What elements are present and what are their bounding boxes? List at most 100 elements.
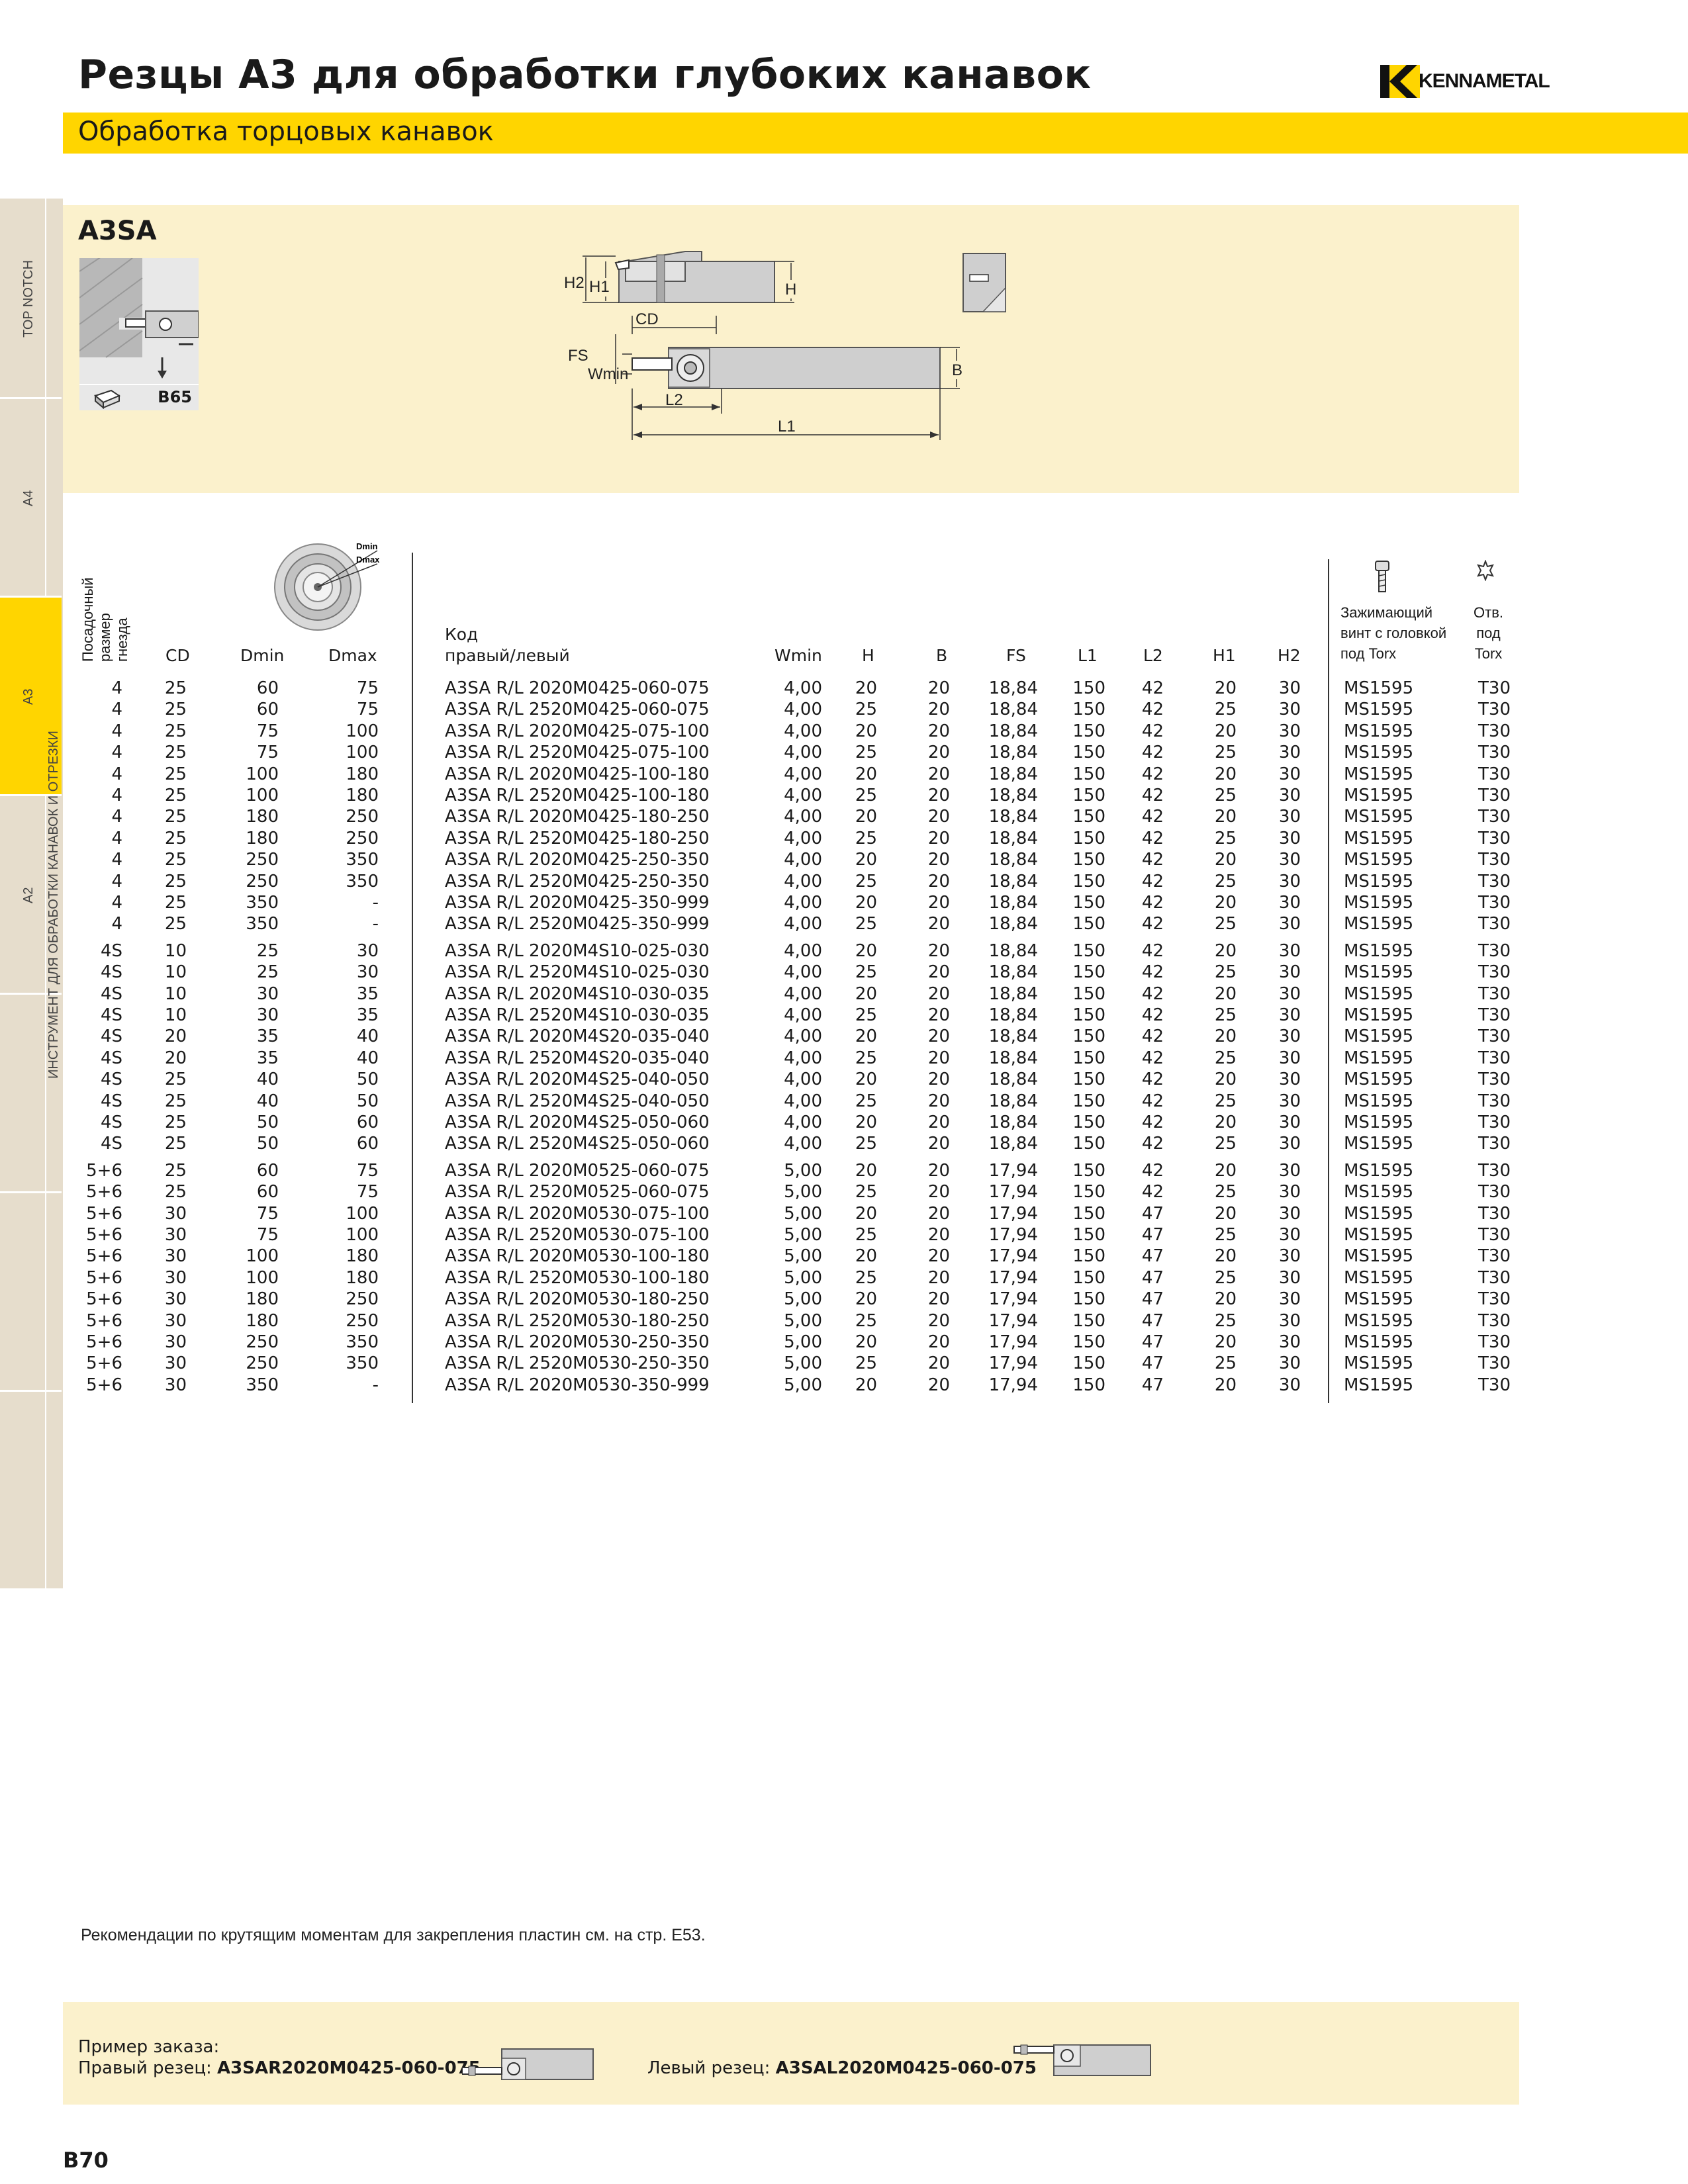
cell-dmin: 180	[246, 1289, 279, 1310]
cell-h: 20	[855, 1203, 877, 1224]
dim-wmin-label: Wmin	[588, 365, 628, 383]
cell-b: 20	[927, 893, 950, 913]
cell-torx: T30	[1478, 828, 1511, 848]
cell-code: A3SA R/L 2520M0425-180-250	[445, 828, 710, 848]
cell-h1: 20	[1214, 1375, 1237, 1395]
cell-cd: 25	[164, 786, 187, 805]
cell-code: A3SA R/L 2020M4S25-040-050	[445, 1069, 710, 1090]
tab-a2[interactable]: A2	[21, 887, 36, 903]
col-h1-header: H1	[1213, 646, 1236, 665]
cell-dmin: 25	[256, 962, 279, 983]
col-h2-header: H2	[1278, 646, 1301, 665]
cell-h2: 30	[1278, 871, 1301, 891]
cell-seat-size: 4	[111, 678, 122, 698]
cell-fs: 18,84	[988, 721, 1038, 741]
cell-wmin: 4,00	[784, 871, 822, 891]
cell-fs: 18,84	[988, 1026, 1038, 1047]
order-right: Правый резец: A3SAR2020M0425-060-075	[78, 2058, 481, 2078]
cell-seat-size: 5+6	[86, 1332, 122, 1352]
cell-dmax: 50	[356, 1091, 379, 1111]
cell-torx: T30	[1478, 743, 1511, 763]
cell-h2: 30	[1278, 1048, 1301, 1068]
cell-b: 20	[927, 1005, 950, 1025]
cell-l2: 42	[1141, 678, 1164, 698]
cell-wmin: 4,00	[784, 1069, 822, 1090]
cell-h: 25	[855, 828, 877, 848]
cell-h2: 30	[1278, 1310, 1301, 1331]
cell-code: A3SA R/L 2520M4S10-025-030	[445, 962, 710, 983]
cell-cd: 30	[164, 1289, 187, 1310]
cell-wmin: 4,00	[784, 1048, 822, 1068]
cell-seat-size: 4	[111, 893, 122, 913]
insert-icon	[93, 389, 121, 410]
cell-h: 20	[855, 678, 877, 698]
cell-dmin: 75	[256, 743, 279, 763]
cell-fs: 17,94	[988, 1289, 1038, 1310]
cell-screw: MS1595	[1344, 700, 1414, 720]
screw-icon	[1374, 560, 1391, 597]
cell-fs: 17,94	[988, 1246, 1038, 1267]
cell-cd: 25	[164, 721, 187, 741]
col-dmax-header: Dmax	[328, 646, 377, 665]
cell-h1: 20	[1214, 940, 1237, 961]
cell-wmin: 4,00	[784, 1134, 822, 1154]
cell-dmin: 180	[246, 807, 279, 827]
tab-top-notch[interactable]: TOP NOTCH	[21, 259, 36, 338]
cell-l1: 150	[1072, 1113, 1105, 1132]
cell-code: A3SA R/L 2520M0530-250-350	[445, 1353, 710, 1374]
cell-fs: 18,84	[988, 764, 1038, 784]
cell-b: 20	[927, 1134, 950, 1154]
cell-h2: 30	[1278, 983, 1301, 1004]
cell-b: 20	[927, 1246, 950, 1267]
cell-code: A3SA R/L 2520M0530-100-180	[445, 1267, 710, 1288]
cell-h2: 30	[1278, 807, 1301, 827]
cell-h2: 30	[1278, 893, 1301, 913]
cell-seat-size: 4	[111, 807, 122, 827]
col-code-subheader: правый/левый	[445, 646, 570, 665]
cell-seat-size: 4	[111, 828, 122, 848]
cell-l2: 47	[1141, 1310, 1164, 1331]
cell-code: A3SA R/L 2520M0425-075-100	[445, 743, 710, 763]
col-screw-header: Зажимающий винт с головкой под Torx	[1340, 602, 1446, 664]
cell-b: 20	[927, 1267, 950, 1288]
cell-torx: T30	[1478, 1375, 1511, 1395]
cell-fs: 17,94	[988, 1332, 1038, 1352]
cell-l1: 150	[1072, 893, 1105, 913]
cell-screw: MS1595	[1344, 983, 1414, 1004]
ring-groove-icon: Dmin Dmax	[274, 541, 380, 631]
cell-torx: T30	[1478, 940, 1511, 961]
cell-dmin: 100	[246, 786, 279, 805]
cell-seat-size: 5+6	[86, 1289, 122, 1310]
cell-dmin: 60	[256, 700, 279, 720]
cell-dmax: 250	[346, 1310, 379, 1331]
cell-h2: 30	[1278, 764, 1301, 784]
torx-header-line2: под	[1476, 625, 1501, 641]
cell-fs: 18,84	[988, 940, 1038, 961]
cell-h1: 25	[1214, 743, 1237, 763]
cell-b: 20	[927, 962, 950, 983]
col-h-header: H	[862, 646, 874, 665]
cell-h2: 30	[1278, 1332, 1301, 1352]
tab-a4[interactable]: A4	[21, 490, 36, 506]
cell-code: A3SA R/L 2020M4S20-035-040	[445, 1026, 710, 1047]
cell-b: 20	[927, 1091, 950, 1111]
col-code-header: Код	[445, 625, 479, 644]
cell-l1: 150	[1072, 828, 1105, 848]
cell-dmax: 40	[356, 1026, 379, 1047]
col-wmin-header: Wmin	[774, 646, 822, 665]
cell-b: 20	[927, 1048, 950, 1068]
dim-b-label: B	[952, 361, 962, 379]
insert-ref-label: B65	[79, 384, 199, 410]
cell-dmin: 40	[256, 1091, 279, 1111]
cell-wmin: 4,00	[784, 1113, 822, 1132]
cell-cd: 25	[164, 893, 187, 913]
tab-a3[interactable]: A3	[21, 688, 36, 705]
cell-dmin: 30	[256, 1005, 279, 1025]
cell-l2: 42	[1141, 871, 1164, 891]
cell-wmin: 4,00	[784, 850, 822, 870]
kennametal-logo: KENNAMETAL	[1380, 65, 1552, 98]
cell-code: A3SA R/L 2020M0425-180-250	[445, 807, 710, 827]
cell-torx: T30	[1478, 871, 1511, 891]
cell-seat-size: 5+6	[86, 1353, 122, 1374]
face-grooving-icon	[79, 244, 199, 384]
